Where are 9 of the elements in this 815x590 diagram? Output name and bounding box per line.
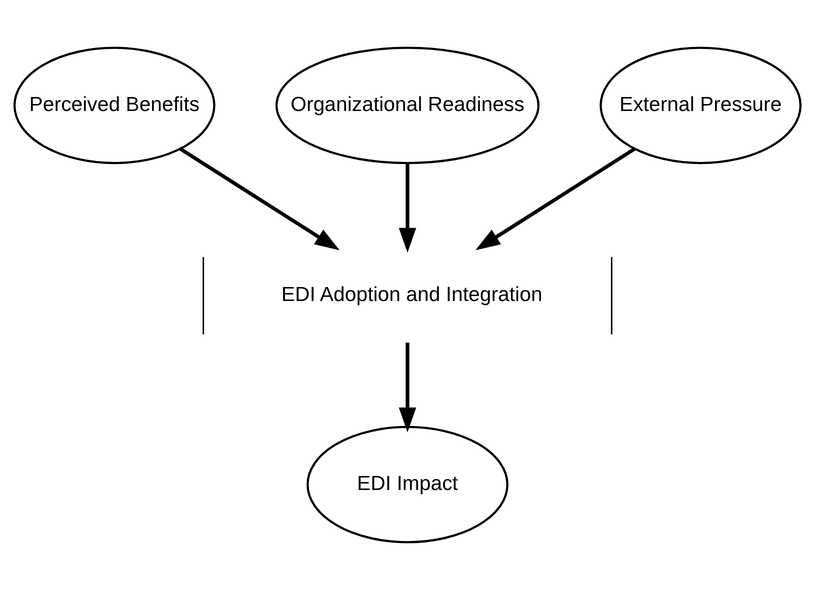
- arrow: [475, 147, 636, 250]
- arrow: [398, 342, 416, 432]
- node-ellipse: EDI Impact: [306, 426, 508, 544]
- node-ellipse: Organizational Readiness: [275, 46, 540, 164]
- node-text: EDI Adoption and Integration: [281, 284, 542, 306]
- arrow: [180, 147, 340, 250]
- node-ellipse: External Pressure: [600, 46, 802, 164]
- arrow: [398, 163, 416, 253]
- node-ellipse: Perceived Benefits: [13, 46, 216, 164]
